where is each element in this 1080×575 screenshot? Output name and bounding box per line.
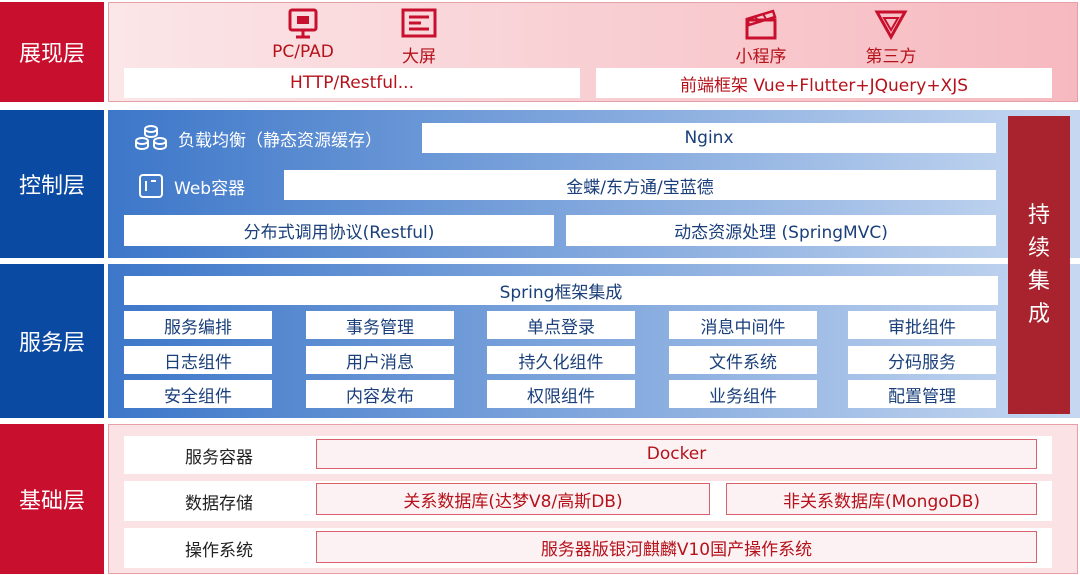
monitor-icon [288,8,318,39]
component-cell: 日志组件 [124,346,272,374]
component-cell: 权限组件 [487,380,635,408]
continuous-char: 成 [1027,302,1050,327]
load-balance-text: 负载均衡（静态资源缓存） [178,130,382,151]
client-pc-pad-label: PC/PAD [272,42,334,62]
dynamic-resource-bar: 动态资源处理 (SpringMVC) [566,215,996,246]
load-balance-label: 负载均衡（静态资源缓存） [134,123,382,153]
web-container-bar: 金蝶/东方通/宝蓝德 [284,170,996,200]
relational-db-bar: 关系数据库(达梦V8/高斯DB) [316,483,710,515]
rpc-protocol-bar: 分布式调用协议(Restful) [124,215,554,246]
triangle-icon [874,10,908,40]
component-cell: 单点登录 [487,311,635,339]
component-cell: 事务管理 [306,311,454,339]
screen-icon [401,8,437,38]
os-bar: 服务器版银河麒麟V10国产操作系统 [316,531,1037,563]
base-row-name: 操作系统 [185,540,253,561]
base-row-name: 服务容器 [185,447,253,468]
base-layer-label: 基础层 [0,424,104,574]
component-cell: 分码服务 [848,346,996,374]
base-row-name: 数据存储 [185,493,253,514]
container-icon [139,174,163,198]
continuous-integration-column: 持 续 集 成 [1008,116,1070,414]
component-cell: 内容发布 [306,380,454,408]
component-cell: 消息中间件 [669,311,817,339]
component-cell: 服务编排 [124,311,272,339]
database-cluster-icon [135,125,167,150]
client-big-screen-label: 大屏 [402,47,436,67]
web-container-text: Web容器 [174,178,246,199]
client-mini-program: 小程序 [716,8,806,67]
presentation-layer-label: 展现层 [0,2,104,102]
component-cell: 安全组件 [124,380,272,408]
component-cell: 文件系统 [669,346,817,374]
component-cell: 持久化组件 [487,346,635,374]
service-layer: 服务层 Spring框架集成 服务编排 事务管理 单点登录 消息中间件 审批组件… [0,264,1080,418]
client-big-screen: 大屏 [379,8,459,67]
component-cell: 配置管理 [848,380,996,408]
spring-framework-bar: Spring框架集成 [124,276,998,305]
continuous-char: 集 [1027,269,1050,294]
nonrelational-db-bar: 非关系数据库(MongoDB) [726,483,1037,515]
control-layer: 控制层 负载均衡（静态资源缓存） Nginx Web容器 金蝶/东方通/宝蓝德 … [0,110,1080,258]
clapper-icon [745,9,777,40]
http-restful-bar: HTTP/Restful... [124,68,580,98]
web-container-label: Web容器 [138,171,245,201]
client-pc-pad: PC/PAD [258,8,348,62]
presentation-layer: 展现层 PC/PAD 大屏 小程序 [0,2,1080,102]
component-cell: 审批组件 [848,311,996,339]
client-third-party: 第三方 [846,8,936,67]
nginx-bar: Nginx [422,123,996,153]
frontend-framework-bar: 前端框架 Vue+Flutter+JQuery+XJS [596,68,1052,98]
component-cell: 业务组件 [669,380,817,408]
continuous-char: 持 [1027,203,1050,228]
component-cell: 用户消息 [306,346,454,374]
client-third-party-label: 第三方 [865,47,917,67]
control-layer-label: 控制层 [0,110,104,258]
base-layer: 基础层 服务容器 Docker 数据存储 关系数据库(达梦V8/高斯DB) 非关… [0,424,1080,574]
client-mini-program-label: 小程序 [735,47,787,67]
continuous-char: 续 [1027,236,1050,261]
docker-bar: Docker [316,439,1037,469]
service-layer-label: 服务层 [0,264,104,418]
